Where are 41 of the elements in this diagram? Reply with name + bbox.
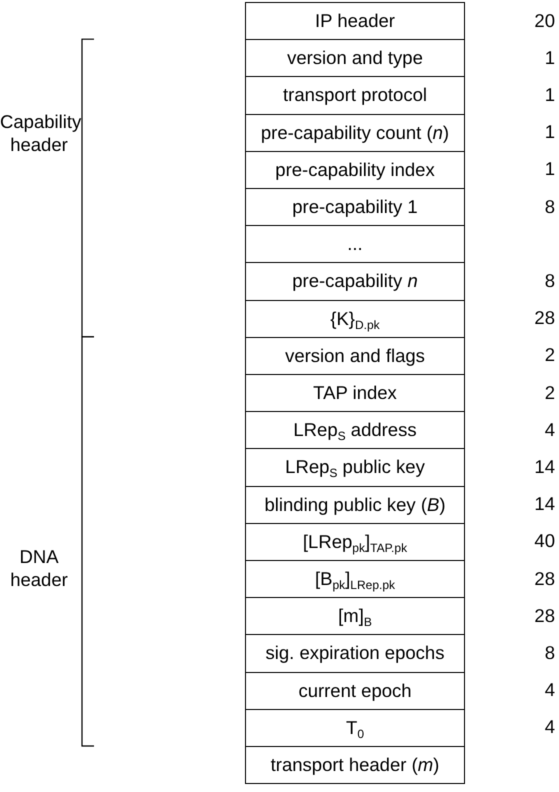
byte-count: 14	[533, 492, 555, 516]
byte-count: 28	[533, 306, 555, 330]
header-field: sig. expiration epochs	[245, 634, 465, 673]
byte-count: 4	[544, 678, 555, 702]
byte-count: 8	[544, 268, 555, 293]
byte-count: 8	[544, 640, 555, 665]
byte-count: 28	[533, 604, 555, 628]
section-label: DNA header	[9, 545, 69, 592]
byte-count: 4	[544, 715, 555, 740]
header-field: LRep$_{S}$ address	[245, 411, 465, 450]
byte-count: 2	[544, 343, 555, 368]
byte-count: 1	[544, 120, 555, 144]
header-field: transport protocol	[245, 76, 465, 115]
header-field: pre-capability n	[245, 262, 465, 301]
byte-count: 4	[544, 418, 555, 442]
header-field: pre-capability count (n)	[245, 114, 465, 152]
byte-count: 1	[544, 82, 555, 107]
header-field: [m]$_{B}$	[245, 597, 465, 636]
byte-count: 2	[544, 380, 555, 405]
byte-count: 20	[533, 8, 555, 33]
header-field: T$_{0}$	[245, 708, 465, 747]
header-field: pre-capability 1	[245, 188, 465, 226]
header-field: transport header (m)	[245, 746, 465, 784]
header-field: pre-capability index	[245, 150, 465, 189]
header-field: TAP index	[245, 374, 465, 412]
header-field: blinding public key (B)	[245, 486, 465, 524]
byte-count: 14	[533, 454, 555, 479]
header-field: version and type	[245, 39, 465, 78]
header-field: [B$_{pk}$]$_{LRep.pk}$	[245, 560, 465, 598]
header-field: version and flags	[245, 336, 465, 375]
header-field: IP header	[245, 2, 465, 40]
header-field: {K}$_{D.pk}$	[245, 300, 465, 338]
header-field: [LRep$_{pk}$]$_{TAP.pk}$	[245, 522, 465, 561]
byte-count: 1	[544, 157, 555, 182]
header-field: ...	[245, 225, 465, 264]
byte-count: 8	[544, 194, 555, 219]
byte-count: 1	[544, 46, 555, 70]
byte-count: 40	[533, 529, 555, 554]
header-field: LRep$_{S}$ public key	[245, 448, 465, 487]
byte-count: 28	[533, 566, 555, 591]
header-field: current epoch	[245, 672, 465, 710]
